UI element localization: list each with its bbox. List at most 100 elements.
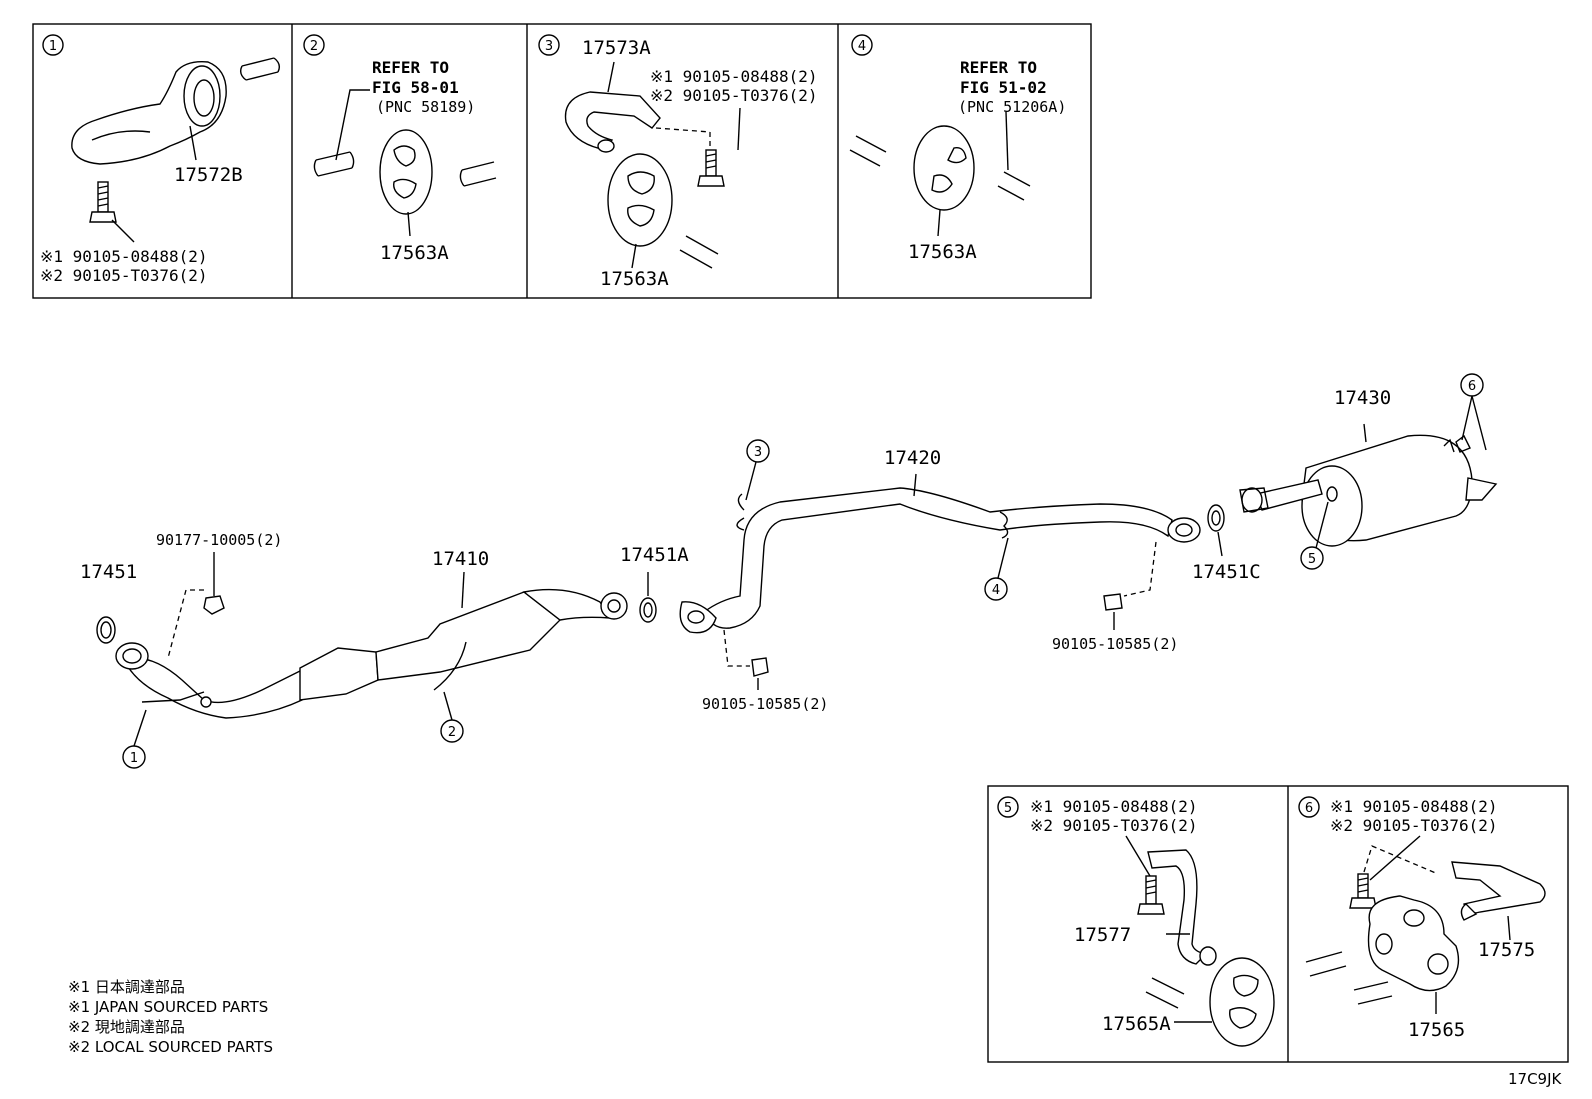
diagram-code: 17C9JK (1508, 1070, 1563, 1088)
bolt (751, 657, 769, 677)
hanger-holes (1427, 953, 1449, 975)
rubber-hanger (607, 153, 673, 247)
leader-line (1005, 111, 1009, 171)
bracket-rib (91, 130, 151, 141)
part-label: 17451A (620, 544, 689, 566)
inset-number: 5 (1004, 801, 1012, 816)
rubber-hanger (379, 129, 433, 215)
part-label: 90105-10585(2) (702, 695, 828, 713)
pipe-flange-hole (1175, 523, 1193, 537)
front-pipe (123, 657, 303, 719)
callout-circle (42, 34, 64, 56)
leader-line (335, 89, 370, 161)
pipe-stub (313, 151, 355, 177)
hanger-holes (393, 145, 417, 199)
inset-number: 6 (1305, 801, 1313, 816)
dashed-guide (167, 589, 204, 659)
leader-line (461, 571, 465, 609)
bolt-head (697, 175, 725, 187)
leader-line (111, 219, 135, 243)
inset-2: 2 REFER TO FIG 58-01 (PNC 58189) 17563A (303, 34, 497, 264)
gasket-hole (100, 621, 112, 639)
bolt-label: ※2 90105-T0376(2) (1330, 816, 1498, 835)
pipe-stub (1305, 951, 1347, 977)
inset-1: 1 17572B ※1 90105-08488(2) ※2 90105-T037… (40, 34, 281, 285)
leader-line (407, 211, 411, 237)
inset-6: 6 ※1 90105-08488(2) ※2 90105-T0376(2) 17… (1298, 796, 1546, 1041)
muffler-end (1301, 465, 1363, 547)
part-label: 17563A (380, 242, 449, 264)
bolt-label: ※2 90105-T0376(2) (650, 86, 818, 105)
muffler-hanger (1443, 434, 1471, 453)
pipe-flange (115, 642, 149, 670)
callout-circle-1 (122, 745, 146, 769)
hanger-holes (1375, 933, 1393, 955)
outlet-flange (600, 592, 628, 620)
gasket-17451 (96, 616, 116, 644)
inset-5: 5 ※1 90105-08488(2) ※2 90105-T0376(2) 17… (997, 796, 1275, 1047)
bolt-label: ※1 90105-08488(2) (1330, 797, 1498, 816)
pipe-stub (1145, 977, 1185, 1009)
pipe-flange (1167, 517, 1201, 543)
bolt-label: ※2 90105-T0376(2) (40, 266, 208, 285)
legend-line: ※1 JAPAN SOURCED PARTS (68, 998, 268, 1016)
bolt-thread (1357, 877, 1369, 893)
bolt-thread (1145, 879, 1157, 895)
part-label: 17451 (80, 561, 137, 583)
gasket-hole (643, 602, 653, 618)
callout-circle-3 (746, 439, 770, 463)
legend-line: ※2 現地調達部品 (68, 1018, 185, 1036)
callout-number: 6 (1468, 379, 1476, 394)
part-label: 17430 (1334, 387, 1391, 409)
nut (203, 595, 225, 615)
muffler-inlet-flange (1239, 487, 1269, 513)
callout-circle (538, 34, 560, 56)
gasket-17451a (639, 597, 657, 623)
inset-4: 4 REFER TO FIG 51-02 (PNC 51206A) 17563A (849, 34, 1066, 263)
hanger-holes (1229, 974, 1259, 1029)
callout-circle (1298, 796, 1320, 818)
part-label: 90177-10005(2) (156, 531, 282, 549)
hanger-holes (1403, 909, 1425, 927)
dashed-guide (1363, 845, 1439, 875)
part-label: 90105-10585(2) (1052, 635, 1178, 653)
part-label: 17572B (174, 164, 243, 186)
callout-circle-6 (1460, 373, 1484, 397)
callout-circle-4 (984, 577, 1008, 601)
pipe-hanger-rod (736, 493, 745, 531)
pnc-text: (PNC 58189) (376, 98, 475, 116)
refer-text: REFER TO (372, 58, 449, 77)
callout-number: 1 (130, 751, 138, 766)
pipe-flange-hole (687, 610, 705, 624)
leader-line (1125, 835, 1151, 877)
callout-circle (851, 34, 873, 56)
leader-line (913, 473, 917, 497)
bolt-label: ※2 90105-T0376(2) (1030, 816, 1198, 835)
part-label: 17565 (1408, 1019, 1465, 1041)
pipe-stub (239, 57, 281, 81)
catalytic-converter-large (375, 591, 562, 681)
pipe-flange-hole (122, 648, 142, 664)
hanger-holes (627, 171, 655, 227)
part-label: 17565A (1102, 1013, 1171, 1035)
leader-line (189, 125, 197, 161)
rubber-hanger (1209, 957, 1275, 1047)
bolt-label: ※1 90105-08488(2) (650, 67, 818, 86)
rubber-hanger (913, 125, 975, 211)
legend-line: ※2 LOCAL SOURCED PARTS (68, 1038, 273, 1056)
nut (200, 696, 212, 708)
inset-3: 3 17573A ※1 90105-08488(2) ※2 90105-T037… (538, 34, 818, 290)
muffler-inlet-flange (1241, 487, 1263, 513)
bracket-end (1199, 946, 1217, 966)
leader-line (1369, 835, 1421, 881)
leader-line (997, 537, 1009, 579)
pipe-hanger-rod (433, 641, 467, 691)
part-label: 17573A (582, 37, 651, 59)
bolt-head (1349, 897, 1377, 909)
callout-circle-5 (1300, 546, 1324, 570)
callout-circle-2 (440, 719, 464, 743)
inset-number: 4 (858, 39, 866, 54)
outlet-flange-hole (607, 599, 621, 613)
callout-number: 5 (1308, 552, 1316, 567)
